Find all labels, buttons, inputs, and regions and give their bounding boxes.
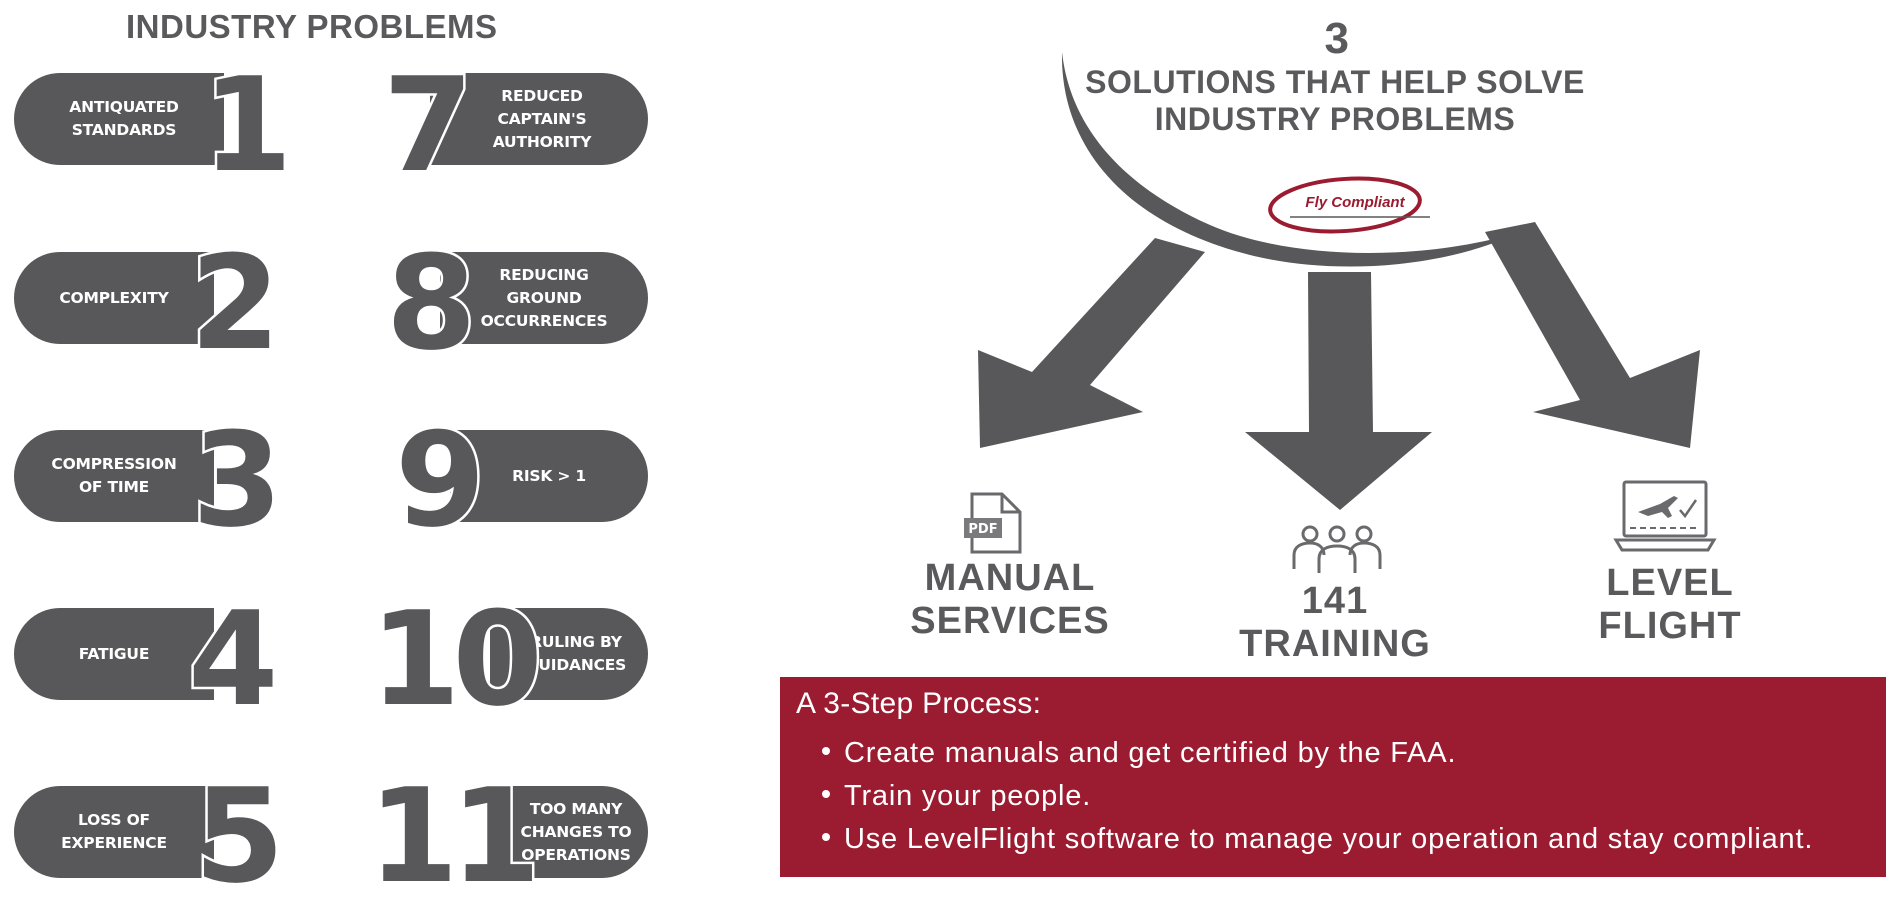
problem-pill-10: RULING BY GUIDANCES	[490, 608, 648, 700]
arrow-left	[978, 238, 1205, 448]
problem-number-9: 9	[392, 404, 488, 556]
process-step-2: Train your people.	[822, 780, 1091, 813]
problem-label-5: LOSS OF EXPERIENCE	[61, 811, 167, 852]
bullet-icon	[822, 833, 830, 842]
service-manual-services: MANUAL SERVICES	[910, 557, 1110, 642]
problem-pill-9: RISK > 1	[450, 430, 648, 522]
process-box: A 3-Step Process: Create manuals and get…	[780, 677, 1886, 877]
arrow-center	[1245, 272, 1432, 510]
problem-number-4: 4	[185, 583, 281, 735]
swoosh-shape	[1061, 52, 1520, 267]
problem-label-1: ANTIQUATED STANDARDS	[69, 98, 179, 139]
problem-number-10: 10	[368, 583, 546, 735]
problem-label-9: RISK > 1	[512, 466, 586, 485]
problem-number-11: 11	[366, 760, 544, 912]
pdf-file-icon: PDF	[964, 492, 1022, 554]
process-step-text: Train your people.	[844, 780, 1092, 812]
service-141-training: 141 TRAINING	[1239, 580, 1431, 665]
problem-number-7: 7	[380, 49, 476, 201]
problem-number-3: 3	[189, 404, 285, 556]
people-group-icon	[1292, 525, 1382, 573]
problem-pill-5: LOSS OF EXPERIENCE	[14, 786, 214, 878]
process-title: A 3-Step Process:	[796, 687, 1042, 720]
problem-label-7: REDUCED CAPTAIN'S AUTHORITY	[492, 86, 592, 151]
problem-label-10: RULING BY GUIDANCES	[525, 633, 627, 674]
problem-pill-1: ANTIQUATED STANDARDS	[14, 73, 224, 165]
problem-label-2: COMPLEXITY	[59, 288, 169, 307]
problem-pill-8: REDUCING GROUND OCCURRENCES	[440, 252, 648, 344]
problem-pill-4: FATIGUE	[14, 608, 214, 700]
solutions-title: SOLUTIONS THAT HELP SOLVE INDUSTRY PROBL…	[1085, 64, 1585, 137]
laptop-plane-icon	[1613, 480, 1717, 552]
problem-number-5: 5	[191, 760, 287, 912]
solutions-graphic: PDF	[964, 52, 1717, 573]
problem-pill-7: REDUCED CAPTAIN'S AUTHORITY	[430, 73, 648, 165]
problem-pill-2: COMPLEXITY	[14, 252, 214, 344]
problem-pill-11: TOO MANY CHANGES TO OPERATIONS	[490, 786, 648, 878]
process-step-1: Create manuals and get certified by the …	[822, 737, 1456, 770]
fly-compliant-logo	[1268, 176, 1430, 234]
arrow-right	[1485, 222, 1700, 448]
process-step-text: Use LevelFlight software to manage your …	[844, 823, 1814, 855]
process-step-text: Create manuals and get certified by the …	[844, 737, 1457, 769]
industry-problems-title: INDUSTRY PROBLEMS	[126, 8, 498, 45]
problem-pill-3: COMPRESSION OF TIME	[14, 430, 214, 522]
bullet-icon	[822, 790, 830, 799]
problem-label-3: COMPRESSION OF TIME	[51, 455, 177, 496]
svg-text:PDF: PDF	[968, 522, 997, 537]
problem-number-1: 1	[199, 49, 295, 201]
logo-text: Fly Compliant	[1305, 194, 1405, 211]
service-level-flight: LEVEL FLIGHT	[1598, 562, 1742, 647]
problem-label-4: FATIGUE	[78, 644, 150, 663]
bullet-icon	[822, 747, 830, 756]
problem-number-2: 2	[187, 227, 283, 379]
problem-label-11: TOO MANY CHANGES TO OPERATIONS	[520, 799, 632, 864]
solutions-count: 3	[1324, 14, 1350, 63]
process-step-3: Use LevelFlight software to manage your …	[822, 823, 1813, 856]
problem-number-8: 8	[383, 227, 479, 379]
problem-label-8: REDUCING GROUND OCCURRENCES	[480, 265, 608, 330]
